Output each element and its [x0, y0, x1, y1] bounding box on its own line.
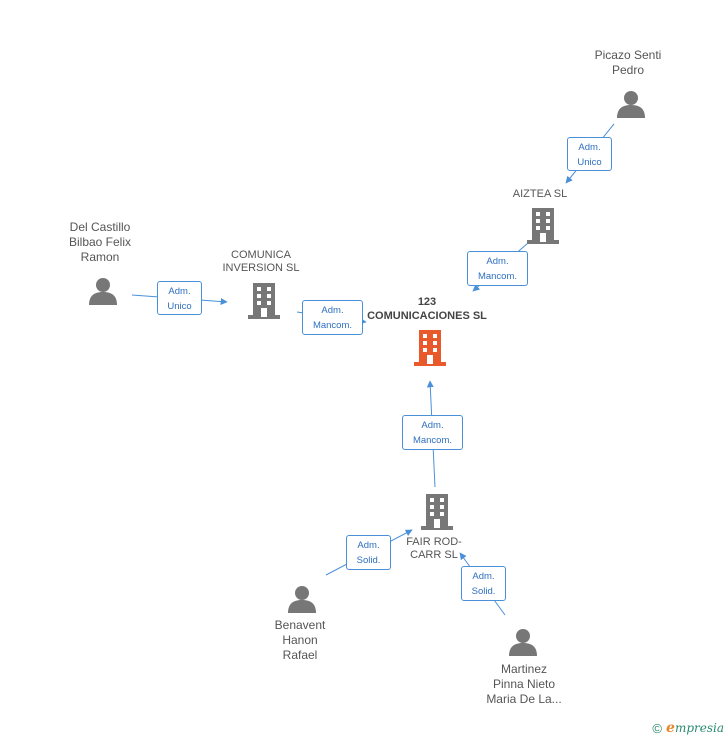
node-label-fair[interactable]: FAIR ROD- CARR SL: [406, 536, 462, 561]
edge-role: Adm.: [321, 305, 344, 316]
edge-role-type: Mancom.: [477, 271, 518, 282]
edge-role: Adm.: [486, 256, 509, 267]
node-label-aiztea[interactable]: AIZTEA SL: [512, 188, 568, 200]
person-icon-benavent[interactable]: [287, 585, 317, 613]
building-icon-fair[interactable]: [421, 494, 453, 530]
edge-role-type: Mancom.: [312, 320, 353, 331]
edge-label-martinez-fair[interactable]: Adm. Solid.: [461, 566, 506, 601]
building-icon-aiztea[interactable]: [527, 208, 559, 244]
edge-role-type: Solid.: [471, 586, 496, 597]
building-icon-comunica[interactable]: [248, 283, 280, 319]
node-label-picazo[interactable]: Picazo Senti Pedro: [594, 48, 662, 77]
edge-label-comunica-main[interactable]: Adm. Mancom.: [302, 300, 363, 335]
person-icon-martinez[interactable]: [508, 628, 538, 656]
node-label-benavent[interactable]: Benavent Hanon Rafael: [274, 618, 326, 662]
node-label-martinez[interactable]: Martinez Pinna Nieto Maria De La...: [486, 662, 562, 706]
edge-role: Adm.: [472, 571, 495, 582]
edge-role-type: Solid.: [356, 555, 381, 566]
edge-label-fair-main[interactable]: Adm. Mancom.: [402, 415, 463, 450]
footer-brand: © empresia: [652, 720, 724, 736]
edge-role: Adm.: [578, 142, 601, 153]
edge-role-type: Unico: [577, 157, 602, 168]
edge-label-picazo-aiztea[interactable]: Adm. Unico: [567, 137, 612, 171]
person-icon-delcastillo[interactable]: [88, 277, 118, 305]
edge-role: Adm.: [357, 540, 380, 551]
copyright-symbol: ©: [652, 720, 663, 736]
edge-label-benavent-fair[interactable]: Adm. Solid.: [346, 535, 391, 570]
node-label-main[interactable]: 123 COMUNICACIONES SL: [367, 296, 487, 322]
person-icon-picazo[interactable]: [616, 90, 646, 118]
edge-role: Adm.: [168, 286, 191, 297]
brand-rest: mpresia: [674, 721, 724, 735]
edge-label-delcastillo-comunica[interactable]: Adm. Unico: [157, 281, 202, 315]
brand-logo: empresia: [666, 720, 724, 736]
edge-role-type: Unico: [167, 301, 192, 312]
node-label-comunica[interactable]: COMUNICA INVERSION SL: [222, 249, 300, 274]
edge-label-aiztea-main[interactable]: Adm. Mancom.: [467, 251, 528, 286]
edge-role: Adm.: [421, 420, 444, 431]
building-icon-main[interactable]: [414, 330, 446, 366]
brand-first-letter: e: [666, 720, 675, 736]
edge-role-type: Mancom.: [412, 435, 453, 446]
node-label-delcastillo[interactable]: Del Castillo Bilbao Felix Ramon: [68, 220, 132, 264]
